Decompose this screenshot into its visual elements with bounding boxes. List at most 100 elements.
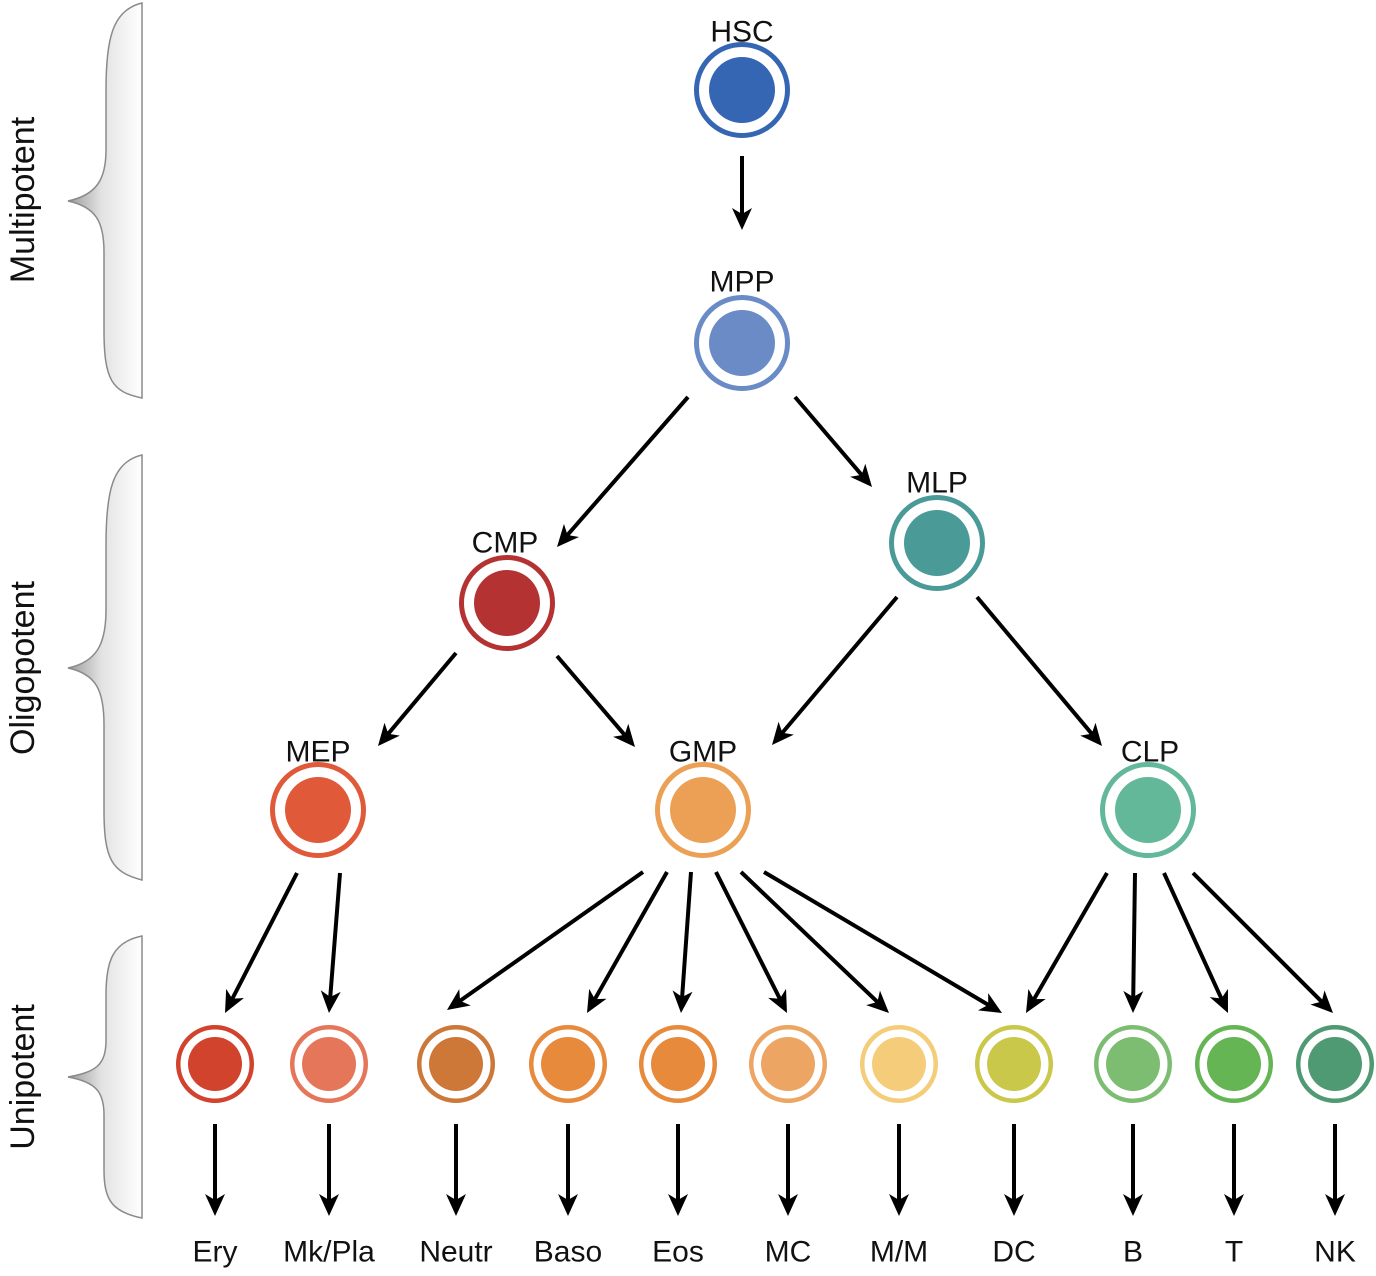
arrow-shaft (327, 872, 342, 1004)
node-gmp: GMP (655, 736, 751, 858)
cell-nucleus (1115, 777, 1181, 843)
arrow-shaft (679, 871, 693, 1004)
arrowhead (889, 1194, 909, 1216)
output-mc: MC (765, 1124, 812, 1269)
cell-nucleus (541, 1037, 595, 1091)
arrowhead (1209, 988, 1228, 1013)
output-arrow (558, 1124, 578, 1216)
arrowhead (1310, 990, 1333, 1013)
node-neutr (417, 1025, 495, 1103)
arrow-shaft (382, 651, 458, 740)
output-neutr: Neutr (419, 1124, 493, 1269)
edge-gmp-to-mc (714, 871, 787, 1013)
node-eos (639, 1025, 717, 1103)
node-label: MLP (906, 467, 968, 500)
arrow-shaft (555, 654, 631, 741)
arrowhead (319, 1194, 339, 1216)
edge-gmp-to-baso (587, 871, 669, 1013)
output-dc: DC (992, 1124, 1036, 1269)
arrow-shaft (227, 872, 299, 1006)
edge-clp-to-dc (1026, 871, 1109, 1013)
node-hsc: HSC (694, 16, 790, 138)
arrowhead (668, 1194, 688, 1216)
arrowhead (866, 990, 889, 1013)
tier-oligopotent: Oligopotent (4, 454, 143, 881)
output-arrow (1224, 1124, 1244, 1216)
cell-nucleus (474, 570, 540, 636)
tier-label-multipotent: Multipotent (4, 116, 42, 283)
edge-mlp-to-gmp (772, 595, 899, 745)
node-mep: MEP (270, 736, 366, 858)
arrowhead (1026, 988, 1046, 1013)
edge-mpp-to-mlp (793, 395, 872, 487)
node-mlp: MLP (889, 467, 985, 591)
node-label: MPP (709, 266, 774, 299)
edge-gmp-to-mm (739, 870, 889, 1013)
cell-nucleus (904, 510, 970, 576)
output-eos: Eos (652, 1124, 704, 1269)
cell-nucleus (709, 57, 775, 123)
arrowhead (1123, 1194, 1143, 1216)
node-ery (176, 1025, 254, 1103)
arrowhead (772, 721, 794, 745)
output-label: T (1225, 1236, 1243, 1269)
arrowhead (447, 989, 471, 1010)
output-arrow (446, 1124, 466, 1216)
cell-nucleus (285, 777, 351, 843)
arrowhead (613, 723, 635, 747)
node-label: MEP (285, 736, 350, 769)
arrowhead (205, 1194, 225, 1216)
brace-multipotent (67, 2, 143, 399)
arrowhead (558, 1194, 578, 1216)
output-arrow (1123, 1124, 1143, 1216)
output-arrow (205, 1124, 225, 1216)
cell-nucleus (188, 1037, 242, 1091)
edge-clp-to-t (1162, 872, 1228, 1013)
node-dc (975, 1025, 1053, 1103)
arrowhead (1325, 1194, 1345, 1216)
output-nk: NK (1314, 1124, 1356, 1269)
arrow-shaft (793, 395, 868, 481)
arrow-shaft (762, 870, 995, 1010)
tier-label-unipotent: Unipotent (4, 1004, 42, 1150)
output-label: B (1123, 1236, 1143, 1269)
cell-nucleus (709, 310, 775, 376)
node-t (1195, 1025, 1273, 1103)
output-arrow (668, 1124, 688, 1216)
arrowhead (225, 988, 244, 1013)
output-label: MC (765, 1236, 812, 1269)
edge-mep-to-ery (225, 872, 299, 1013)
cell-nucleus (651, 1037, 705, 1091)
edge-mpp-to-cmp (557, 395, 690, 547)
output-label: Ery (193, 1236, 238, 1269)
node-label: GMP (669, 736, 737, 769)
node-label: CLP (1121, 736, 1179, 769)
output-arrow (1004, 1124, 1024, 1216)
node-clp: CLP (1100, 736, 1196, 858)
cell-nucleus (761, 1037, 815, 1091)
node-mm (860, 1025, 938, 1103)
arrow-shaft (739, 870, 884, 1008)
node-baso (529, 1025, 607, 1103)
edge-clp-to-nk (1191, 871, 1333, 1013)
brace-oligopotent (67, 454, 143, 881)
output-b: B (1123, 1124, 1143, 1269)
edge-cmp-to-gmp (555, 654, 635, 747)
arrow-shaft (1131, 872, 1137, 1004)
output-label: M/M (870, 1236, 928, 1269)
arrowhead (732, 208, 752, 230)
arrowhead (768, 988, 787, 1013)
brace-unipotent (67, 935, 143, 1219)
cell-nucleus (670, 777, 736, 843)
arrowhead (977, 993, 1002, 1013)
output-t: T (1224, 1124, 1244, 1269)
tier-unipotent: Unipotent (4, 935, 143, 1219)
arrowhead (320, 990, 341, 1013)
arrow-shaft (975, 595, 1098, 740)
node-cmp: CMP (459, 527, 555, 651)
output-arrow (778, 1124, 798, 1216)
output-label: Eos (652, 1236, 704, 1269)
edge-gmp-to-neutr (447, 870, 645, 1010)
cell-nucleus (429, 1037, 483, 1091)
